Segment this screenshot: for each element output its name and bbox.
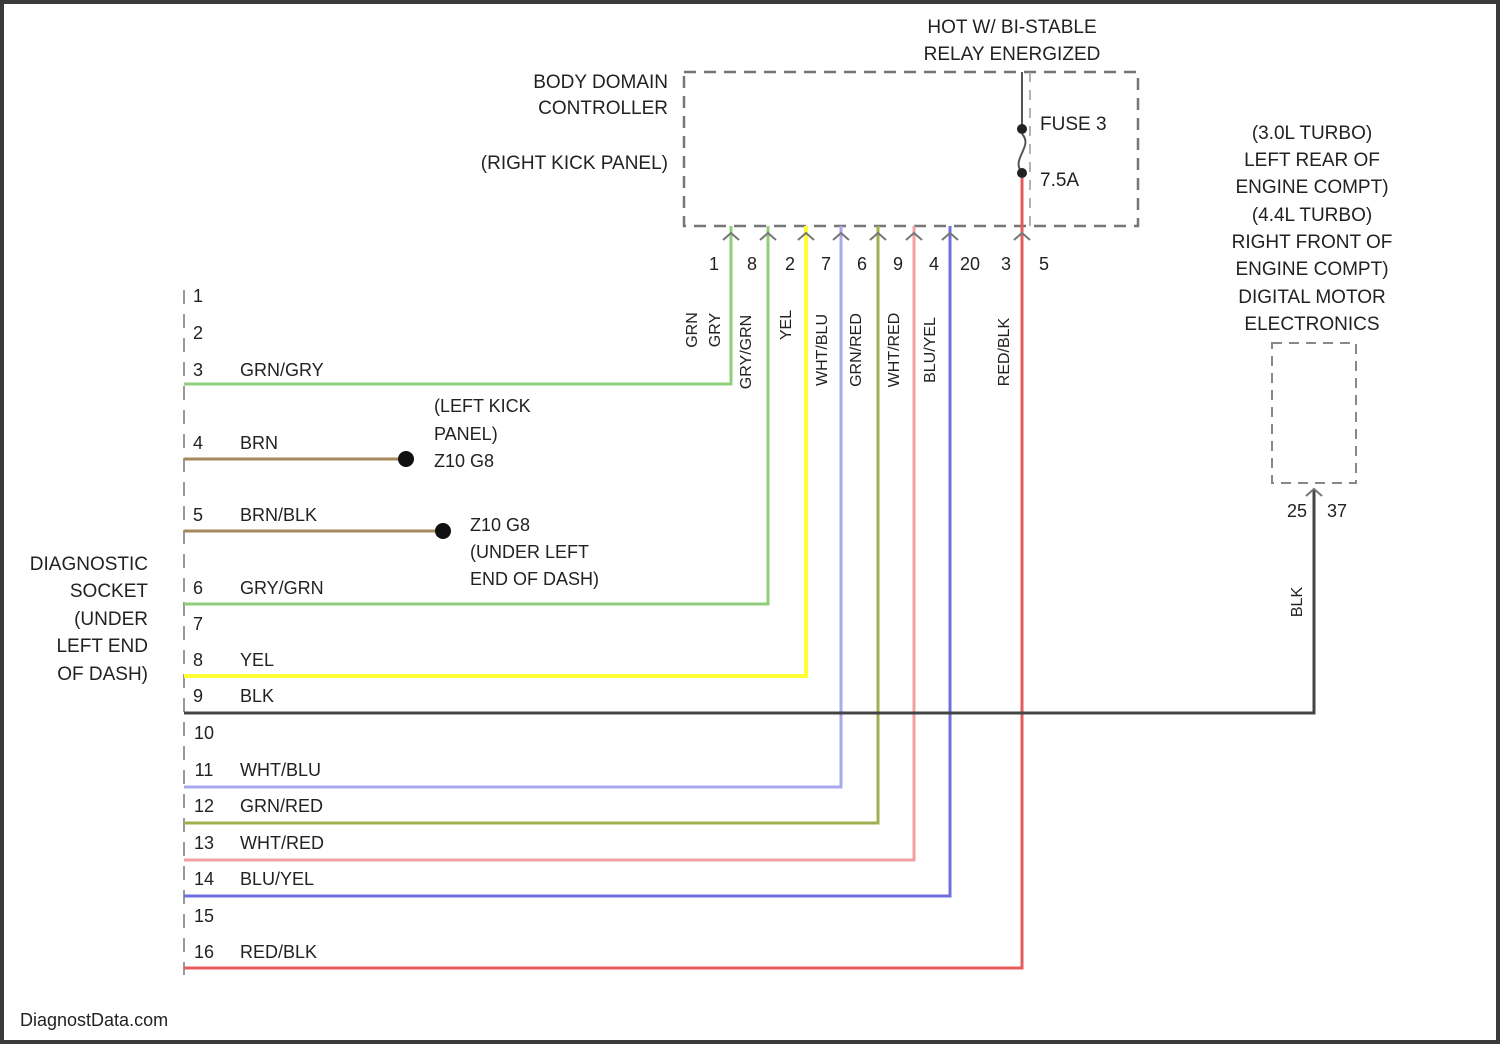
socket-label-line: DIAGNOSTIC <box>30 554 148 575</box>
socket-label-line: OF DASH) <box>57 664 148 685</box>
dme-label-line: (3.0L TURBO) <box>1252 123 1372 144</box>
ground2-label-line: Z10 G8 <box>470 515 530 535</box>
socket-pin-label: 8 <box>193 650 203 670</box>
fuse-icon <box>1019 134 1026 172</box>
dme-label-line: LEFT REAR OF <box>1244 150 1380 171</box>
ground-point-icon <box>435 523 451 539</box>
socket-pin-label: 7 <box>193 614 203 634</box>
wire-color-label: RED/BLK <box>996 317 1013 386</box>
bdc-pin-label: 4 <box>929 254 939 274</box>
bdc-pin-label: 9 <box>893 254 903 274</box>
bdc-pin-label: 3 <box>1001 254 1011 274</box>
wire-color-label: GRY/GRN <box>738 315 755 389</box>
socket-wire-label: RED/BLK <box>240 942 317 962</box>
dme-label-line: DIGITAL MOTOR <box>1238 287 1385 308</box>
socket-label-line: (UNDER <box>74 609 148 630</box>
ground1-label-line: PANEL) <box>434 424 498 444</box>
socket-wire-label: GRN/RED <box>240 796 323 816</box>
relay-label-line1: HOT W/ BI-STABLE <box>927 17 1096 38</box>
ground2-label-line: END OF DASH) <box>470 569 599 589</box>
socket-pin-label: 6 <box>193 578 203 598</box>
wire-blk <box>184 489 1314 713</box>
body-domain-controller-box <box>684 72 1138 226</box>
bdc-label-line2: CONTROLLER <box>538 98 668 119</box>
bdc-pin-label: 1 <box>709 254 719 274</box>
fuse-rating: 7.5A <box>1040 170 1079 191</box>
dme-wire-color-label: BLK <box>1289 587 1306 618</box>
bdc-label-line1: BODY DOMAIN <box>533 72 668 93</box>
wire-color-label: YEL <box>778 310 795 340</box>
socket-wire-label: BLK <box>240 686 274 706</box>
wire-color-label: WHT/RED <box>886 313 903 388</box>
fuse-terminal-bottom <box>1017 168 1027 178</box>
dme-box <box>1272 343 1356 483</box>
bdc-pin-label: 20 <box>960 254 980 274</box>
socket-wire-label: YEL <box>240 650 274 670</box>
dme-label-line: ENGINE COMPT) <box>1235 177 1388 198</box>
bdc-pin-label: 8 <box>747 254 757 274</box>
wire-color-label: GRN <box>684 312 701 348</box>
dme-label-line: (4.4L TURBO) <box>1252 205 1372 226</box>
socket-pin-label: 13 <box>194 833 214 853</box>
socket-pin-label: 4 <box>193 433 203 453</box>
ground-point-icon <box>398 451 414 467</box>
wire-color-label: GRN/RED <box>848 313 865 387</box>
socket-pin-label: 1 <box>193 286 203 306</box>
relay-label-line2: RELAY ENERGIZED <box>924 44 1101 65</box>
bdc-pin-label: 7 <box>821 254 831 274</box>
dme-label-line: ENGINE COMPT) <box>1235 259 1388 280</box>
socket-pin-label: 5 <box>193 505 203 525</box>
socket-label-line: SOCKET <box>70 581 149 602</box>
wire-color-label: BLU/YEL <box>922 317 939 383</box>
wiring-diagram: HOT W/ BI-STABLE RELAY ENERGIZED BODY DO… <box>4 4 1496 1040</box>
socket-pin-label: 16 <box>194 942 214 962</box>
bdc-location: (RIGHT KICK PANEL) <box>481 153 668 174</box>
socket-label-line: LEFT END <box>56 636 148 657</box>
socket-pin-label: 2 <box>193 323 203 343</box>
socket-wire-label: BLU/YEL <box>240 869 314 889</box>
wire-color-label: WHT/BLU <box>814 314 831 386</box>
bdc-pin-label: 5 <box>1039 254 1049 274</box>
fuse-name: FUSE 3 <box>1040 114 1107 135</box>
dme-pin-label: 25 <box>1287 501 1307 521</box>
socket-pin-label: 10 <box>194 723 214 743</box>
bdc-pin-label: 6 <box>857 254 867 274</box>
socket-pin-label: 3 <box>193 360 203 380</box>
dme-label-line: RIGHT FRONT OF <box>1232 232 1393 253</box>
socket-wire-label: GRN/GRY <box>240 360 324 380</box>
wire-color-label: GRY <box>707 312 724 347</box>
socket-pin-label: 15 <box>194 906 214 926</box>
socket-wire-label: GRY/GRN <box>240 578 324 598</box>
dme-label-line: ELECTRONICS <box>1244 314 1379 335</box>
fuse-terminal-top <box>1017 124 1027 134</box>
socket-pin-label: 9 <box>193 686 203 706</box>
socket-pin-label: 11 <box>195 760 214 780</box>
socket-wire-label: BRN/BLK <box>240 505 317 525</box>
ground1-label-line: Z10 G8 <box>434 451 494 471</box>
socket-wire-label: WHT/RED <box>240 833 324 853</box>
bdc-pin-label: 2 <box>785 254 795 274</box>
socket-pin-label: 12 <box>194 796 214 816</box>
socket-wire-label: BRN <box>240 433 278 453</box>
dme-pin-label: 37 <box>1327 501 1347 521</box>
ground2-label-line: (UNDER LEFT <box>470 542 589 562</box>
watermark: DiagnostData.com <box>20 1010 168 1030</box>
ground1-label-line: (LEFT KICK <box>434 396 531 416</box>
socket-pin-label: 14 <box>194 869 214 889</box>
socket-wire-label: WHT/BLU <box>240 760 321 780</box>
